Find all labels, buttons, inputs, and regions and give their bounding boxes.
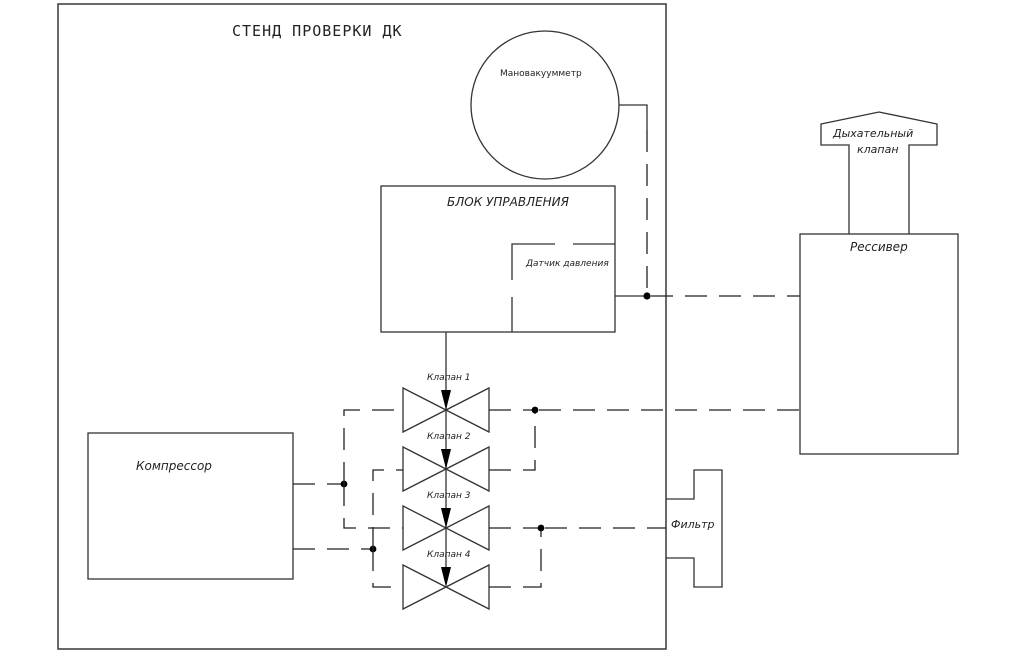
filter-label: Фильтр — [671, 518, 715, 531]
valve-symbol — [402, 445, 490, 493]
valve-1-inlet-line — [343, 409, 403, 484]
valve-symbol — [402, 386, 490, 434]
valve-label: Клапан 3 — [427, 491, 471, 501]
valve-stack: Клапан 1 Клапан 2 Клапан 3 Клапан 4 — [402, 373, 490, 611]
actuator-arrow-icon — [441, 449, 451, 469]
control-block: БЛОК УПРАВЛЕНИЯ Датчик давления — [380, 185, 616, 333]
valve-2: Клапан 2 — [402, 432, 490, 493]
valve-4-outlet-line — [489, 528, 542, 588]
receiver: Рессивер — [799, 233, 959, 455]
valve-1: Клапан 1 — [402, 373, 490, 434]
control-block-label: БЛОК УПРАВЛЕНИЯ — [447, 195, 570, 209]
pressure-sensor-edge-left — [511, 243, 555, 280]
receiver-box — [799, 233, 959, 455]
breather-valve: Дыхательный клапан — [820, 111, 938, 234]
valve-4: Клапан 4 — [402, 550, 490, 611]
valve-symbol — [402, 504, 490, 552]
actuator-arrow-icon — [441, 567, 451, 587]
receiver-label: Рессивер — [850, 240, 908, 254]
valve-3: Клапан 3 — [402, 491, 490, 552]
valve-label: Клапан 4 — [427, 550, 471, 560]
junction-node — [531, 406, 539, 414]
breather-valve-label-1: Дыхательный — [832, 127, 913, 140]
filter: Фильтр — [666, 469, 723, 588]
manometer-line — [619, 104, 648, 130]
junction-node — [643, 292, 651, 300]
manometer: Мановакуумметр — [470, 30, 620, 180]
valve-2-inlet-line — [372, 469, 403, 549]
manometer-label: Мановакуумметр — [500, 69, 582, 79]
compressor: Компрессор — [87, 432, 294, 580]
valve-3-inlet-line — [343, 484, 403, 529]
pressure-sensor-label: Датчик давления — [525, 259, 609, 269]
valve-label: Клапан 2 — [427, 432, 471, 442]
valve-label: Клапан 1 — [427, 373, 471, 383]
stand-frame — [57, 3, 667, 650]
junction-node — [537, 524, 545, 532]
compressor-label: Компрессор — [136, 459, 212, 473]
valve-symbol — [402, 563, 490, 611]
valve-4-inlet-line — [372, 549, 403, 588]
filter-outline — [666, 469, 723, 588]
breather-valve-label-2: клапан — [857, 143, 899, 156]
actuator-arrow-icon — [441, 390, 451, 410]
breather-valve-outline — [820, 111, 938, 234]
valve-2-outlet-line — [489, 410, 536, 471]
compressor-box — [87, 432, 294, 580]
manometer-circle — [470, 30, 620, 180]
actuator-arrow-icon — [441, 508, 451, 528]
stand-title: СТЕНД ПРОВЕРКИ ДК — [232, 22, 403, 40]
control-block-box — [380, 185, 616, 333]
